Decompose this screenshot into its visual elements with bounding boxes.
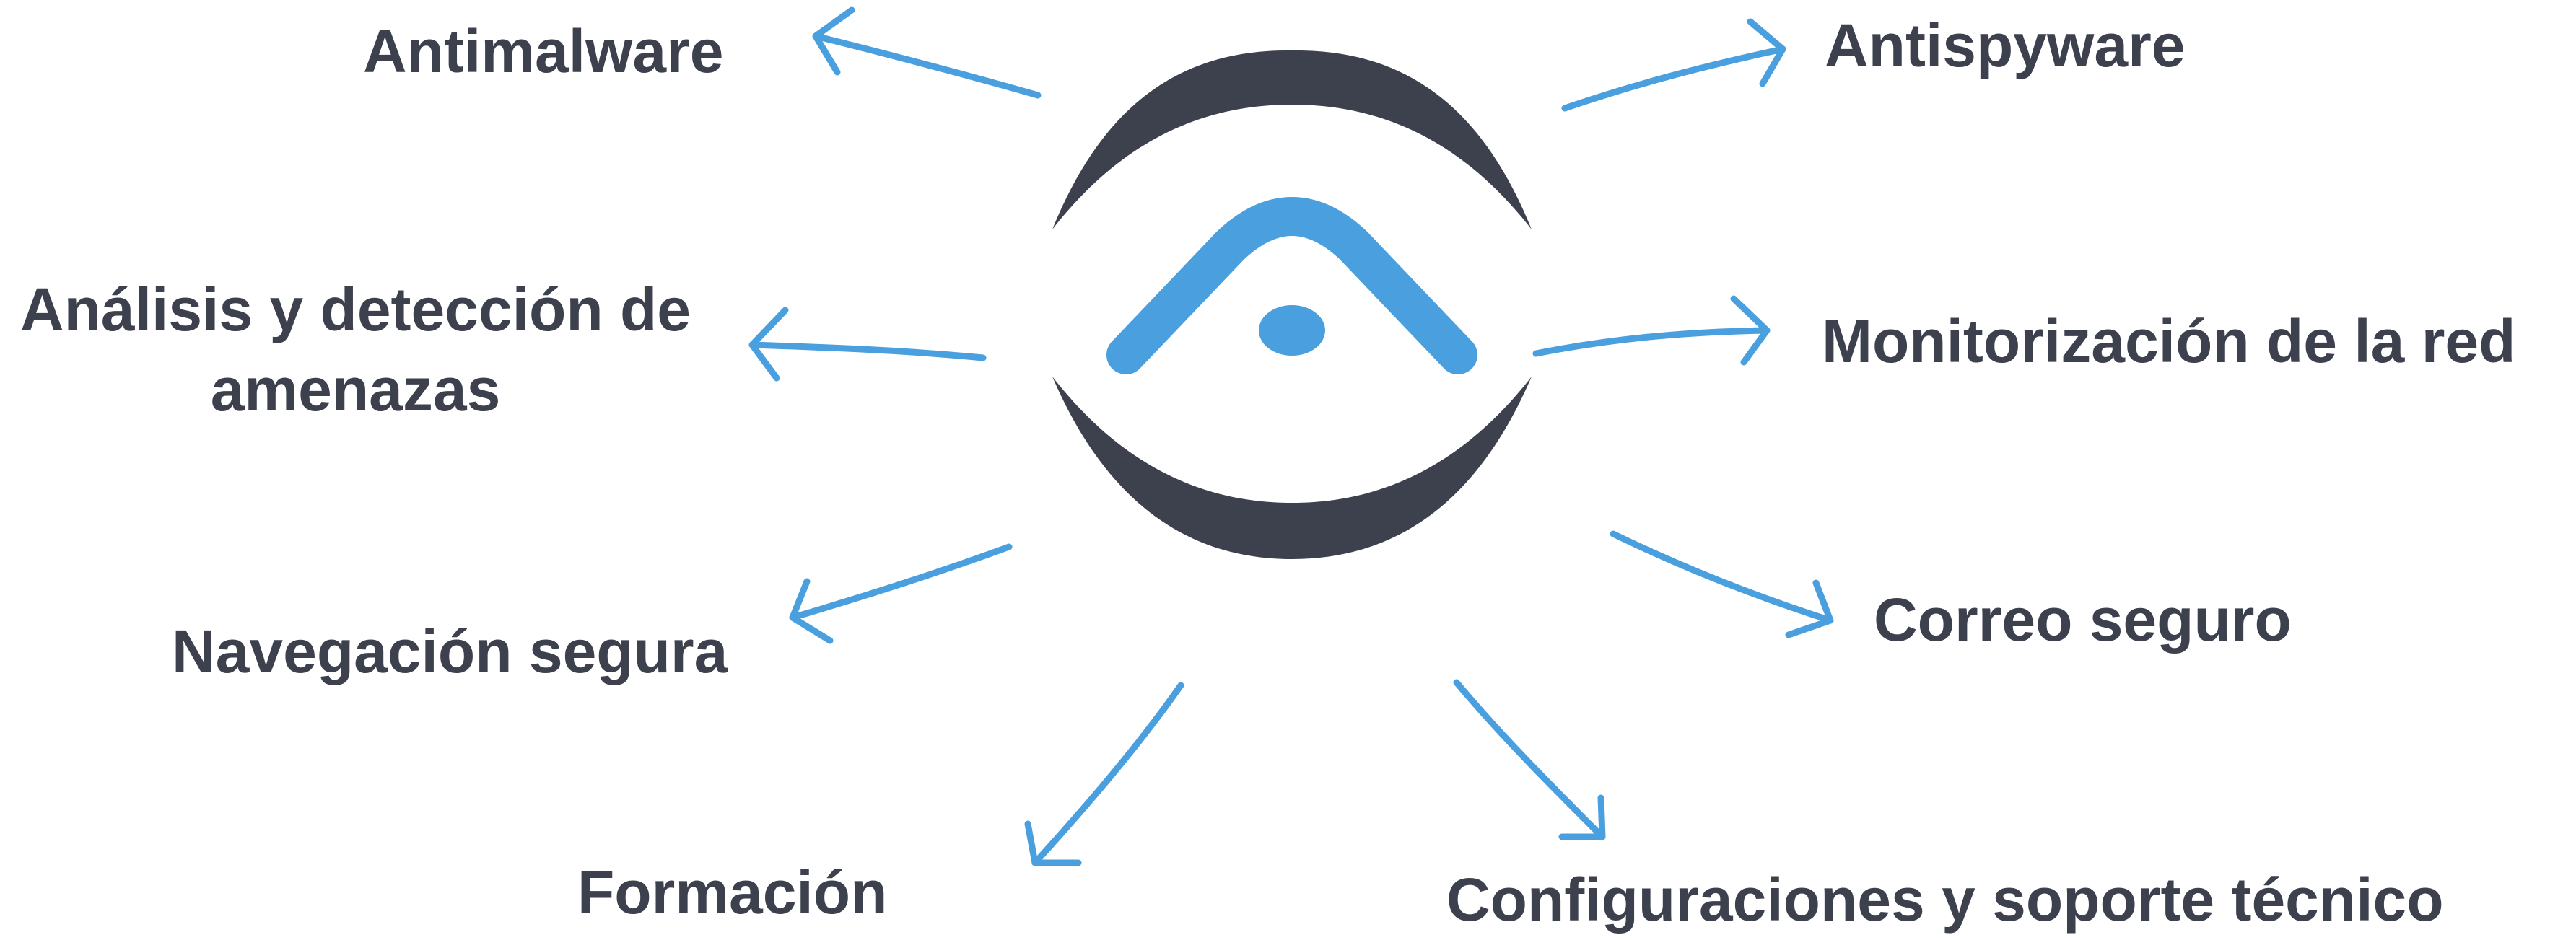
arrow-antimalware-icon xyxy=(812,6,1042,99)
label-formacion: Formación xyxy=(577,858,888,926)
logo-chevron xyxy=(1106,197,1477,374)
arrow-configuraciones-icon xyxy=(1453,679,1606,840)
logo-bottom-crescent xyxy=(1052,377,1532,559)
logo-top-crescent xyxy=(1052,50,1532,229)
label-configuraciones: Configuraciones y soporte técnico xyxy=(1446,866,2444,934)
logo-dot xyxy=(1259,305,1325,356)
label-analisis-line1: Análisis y detección de xyxy=(20,276,691,343)
arrow-antispyware-icon xyxy=(1561,18,1786,112)
label-antimalware: Antimalware xyxy=(363,17,724,85)
arrow-correo-icon xyxy=(1610,530,1834,638)
label-navegacion: Navegación segura xyxy=(172,618,728,685)
label-correo: Correo seguro xyxy=(1874,586,2292,654)
arrow-monitorizacion-icon xyxy=(1532,295,1771,366)
security-logo-icon xyxy=(1052,50,1532,559)
label-antispyware: Antispyware xyxy=(1825,12,2186,79)
label-analisis-line2: amenazas xyxy=(210,355,501,423)
label-analisis: Análisis y detección de amenazas xyxy=(20,270,691,430)
arrow-navegacion-icon xyxy=(789,543,1013,644)
arrow-analisis-icon xyxy=(748,307,987,382)
label-monitorizacion: Monitorización de la red xyxy=(1822,307,2516,375)
arrow-formacion-icon xyxy=(1024,682,1184,866)
